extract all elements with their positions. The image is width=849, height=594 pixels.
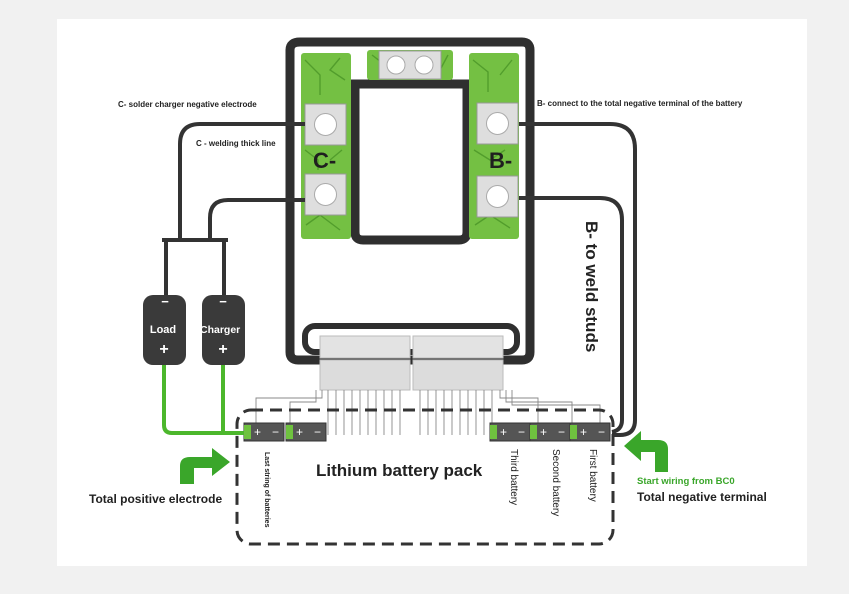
label-c-welding: C - welding thick line bbox=[196, 139, 276, 148]
label-start-wiring: Start wiring from BC0 bbox=[637, 476, 735, 487]
negative-wires bbox=[162, 122, 637, 437]
pcb-traces bbox=[304, 54, 513, 231]
svg-text:−: − bbox=[518, 425, 525, 439]
label-last-string: Last string of batteries bbox=[263, 452, 270, 528]
label-third-battery: Third battery bbox=[508, 449, 519, 506]
balance-connector bbox=[302, 323, 520, 391]
load-minus: − bbox=[161, 294, 169, 309]
pad-c-lower bbox=[304, 173, 347, 216]
label-c-solder: C- solder charger negative electrode bbox=[118, 100, 257, 109]
label-total-negative: Total negative terminal bbox=[637, 490, 767, 504]
pad-b-upper bbox=[476, 102, 519, 145]
pad-c-upper bbox=[304, 103, 347, 146]
label-b-weld-studs: B- to weld studs bbox=[582, 221, 601, 353]
arrow-total-negative-icon bbox=[624, 431, 668, 472]
balance-wires bbox=[255, 390, 601, 435]
battery-pack-outline bbox=[235, 408, 615, 546]
load-plus: + bbox=[159, 341, 169, 358]
svg-text:+: + bbox=[580, 425, 587, 439]
svg-text:−: − bbox=[598, 425, 605, 439]
charger-plus: + bbox=[218, 341, 228, 358]
label-first-battery: First battery bbox=[587, 449, 598, 502]
charger-label: Charger bbox=[200, 324, 241, 336]
battery-pack-title: Lithium battery pack bbox=[316, 461, 483, 480]
bms-board-outline bbox=[285, 37, 535, 365]
load-label: Load bbox=[149, 324, 177, 336]
svg-text:+: + bbox=[296, 425, 303, 439]
pad-top-pair bbox=[378, 50, 442, 80]
load-device bbox=[143, 295, 186, 365]
cell-last: + − bbox=[243, 422, 285, 442]
svg-text:−: − bbox=[314, 425, 321, 439]
svg-text:+: + bbox=[500, 425, 507, 439]
svg-text:+: + bbox=[254, 425, 261, 439]
label-second-battery: Second battery bbox=[550, 449, 561, 517]
cell-second: + − bbox=[529, 422, 571, 442]
arrow-total-positive-icon bbox=[180, 448, 230, 484]
label-total-positive: Total positive electrode bbox=[89, 492, 223, 506]
charger-device bbox=[202, 295, 245, 365]
positive-wires bbox=[162, 365, 244, 435]
svg-text:−: − bbox=[272, 425, 279, 439]
cell-third: + − bbox=[489, 422, 531, 442]
pad-b-lower bbox=[476, 175, 519, 218]
svg-text:−: − bbox=[558, 425, 565, 439]
svg-text:+: + bbox=[540, 425, 547, 439]
label-b-connect: B- connect to the total negative termina… bbox=[537, 99, 743, 108]
cell-first: + − bbox=[569, 422, 611, 442]
pad-b-label: B- bbox=[489, 148, 513, 173]
charger-minus: − bbox=[219, 294, 227, 309]
pad-c-label: C- bbox=[313, 148, 337, 173]
cell-2: + − bbox=[285, 422, 327, 442]
